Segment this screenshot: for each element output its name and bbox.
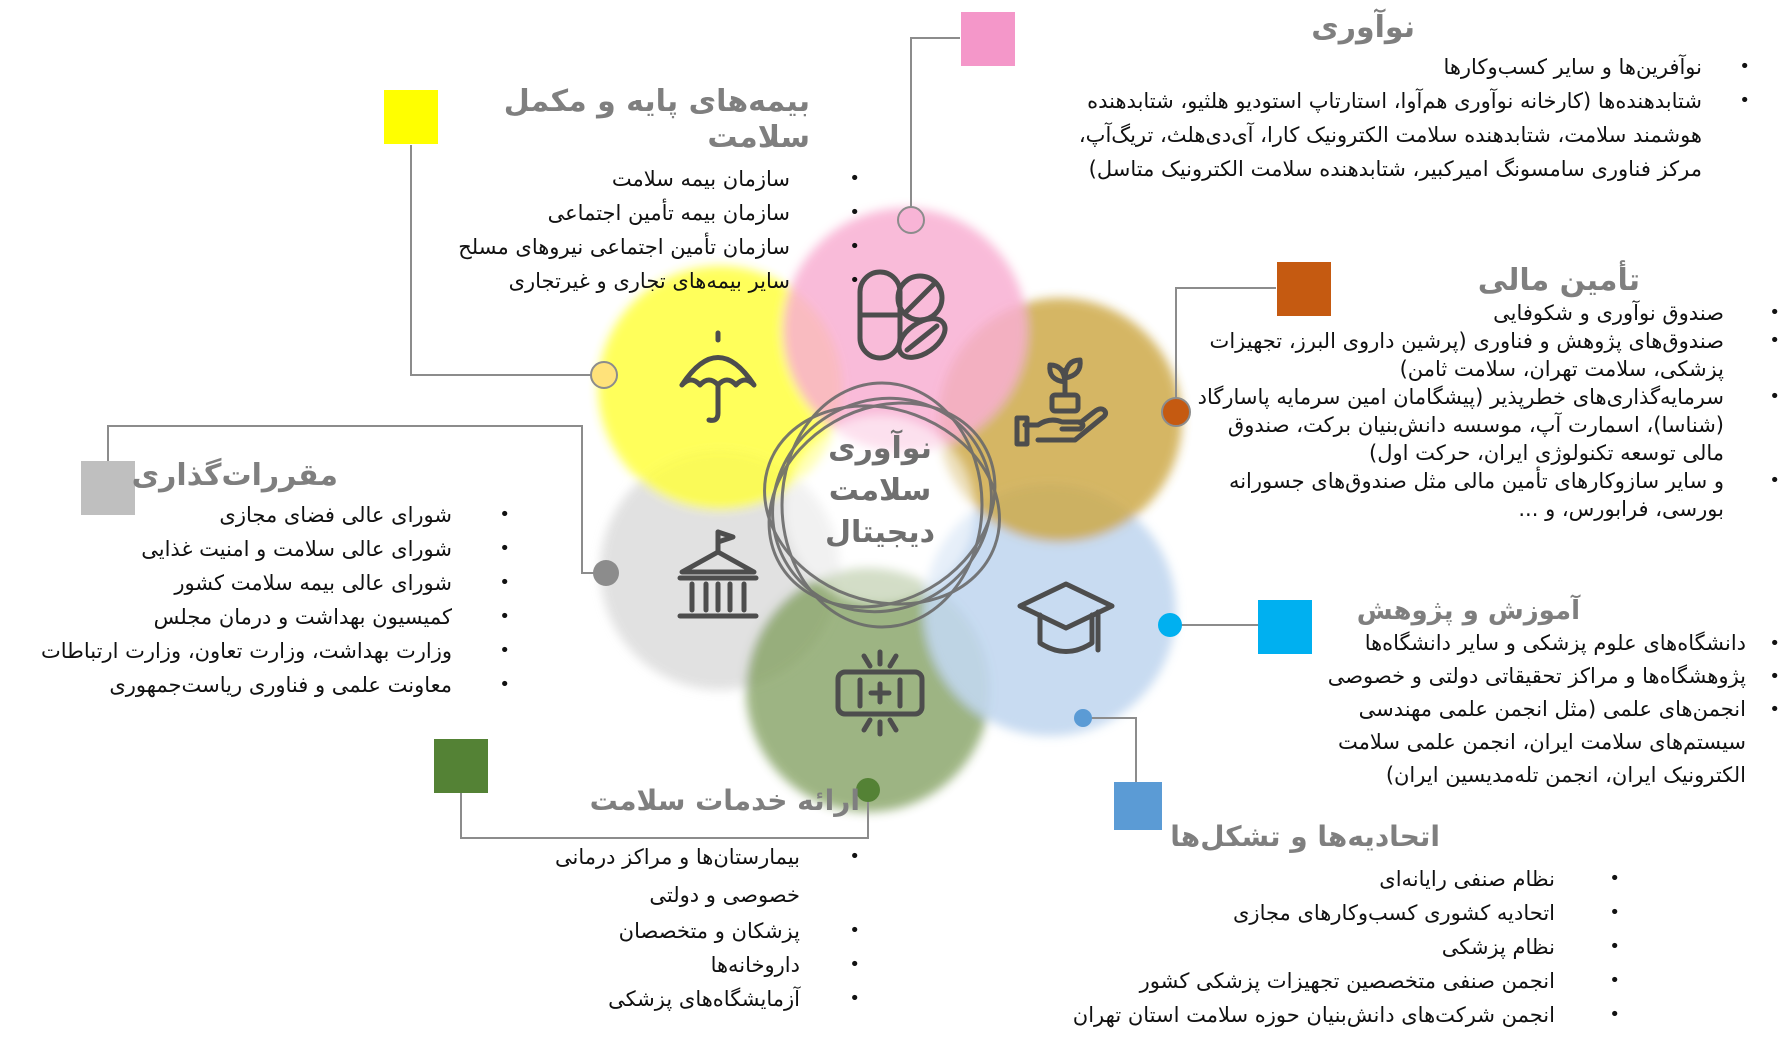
list-item: •شورای عالی بیمه سلامت کشور	[174, 571, 510, 595]
group-insurance: بیمه‌های پایه و مکمل سلامت •سازمان بیمه …	[410, 84, 860, 298]
list-item: •نظام پزشکی	[1441, 934, 1620, 959]
group-regulation: مقررات‌گذاری •شورای عالی فضای مجازی •شور…	[8, 458, 528, 702]
connector-unions	[1083, 717, 1137, 782]
center-title-line: نوآوری	[828, 431, 932, 466]
graduation-cap-icon	[1017, 581, 1115, 654]
group-education: آموزش و پژوهش •دانشگاه‌های علوم پزشکی و …	[1275, 596, 1780, 792]
connector-innovation	[910, 37, 960, 220]
list-item: •وزارت بهداشت، وزارت تعاون، وزارت ارتباط…	[41, 639, 510, 663]
group-service: ارائه خدمات سلامت •بیمارستان‌ها و مراکز …	[520, 784, 860, 1016]
pills-icon	[857, 269, 948, 361]
list-item: •سرمایه‌گذاری‌های خطرپذیر (پیشگامان امین…	[1197, 385, 1780, 465]
swatch-innovation	[961, 12, 1015, 66]
list-item: •نظام صنفی رایانه‌ای	[1379, 866, 1620, 891]
dot-unions	[1074, 709, 1092, 727]
list-item: •دانشگاه‌های علوم پزشکی و سایر دانشگاه‌ه…	[1364, 631, 1780, 656]
center-rings	[763, 381, 1001, 629]
list-item: •معاونت علمی و فناوری ریاست‌جمهوری	[109, 673, 510, 697]
dot-education	[1158, 613, 1182, 637]
list-item: •صندوق‌های پژوهش و فناوری (پرشین داروی ا…	[1209, 329, 1780, 381]
group-finance: تأمین مالی •صندوق نوآوری و شکوفایی •صندو…	[1195, 263, 1780, 523]
medical-device-icon	[835, 649, 925, 737]
group-title-finance: تأمین مالی	[1477, 263, 1640, 298]
list-item: •انجمن‌های علمی (مثل انجمن علمی مهندسی س…	[1337, 697, 1780, 788]
list-item: •پزشکان و متخصصان	[618, 918, 860, 943]
center-title-line: سلامت	[828, 473, 932, 508]
dot-innovation	[897, 206, 925, 234]
umbrella-icon	[679, 330, 757, 423]
swatch-unions	[1114, 782, 1162, 830]
group-innovation: نوآوری •نوآفرین‌ها و سایر کسب‌وکارها •شت…	[1040, 10, 1750, 186]
center-title: نوآوری سلامت دیجیتال	[795, 428, 965, 554]
dot-finance	[1161, 397, 1191, 427]
list-item: •داروخانه‌ها	[710, 952, 860, 977]
list-item: •انجمن صنفی متخصصین تجهیزات پزشکی کشور	[1139, 968, 1620, 993]
list-item: •سازمان بیمه سلامت	[611, 167, 860, 191]
group-title-education: آموزش و پژوهش	[1356, 596, 1580, 626]
dot-service	[856, 778, 880, 802]
government-building-icon	[677, 529, 759, 619]
group-title-unions: اتحادیه‌ها و تشکل‌ها	[1170, 820, 1440, 853]
swatch-education	[1258, 600, 1312, 654]
group-unions: اتحادیه‌ها و تشکل‌ها •نظام صنفی رایانه‌ا…	[1000, 820, 1620, 1032]
list-item: •آزمایشگاه‌های پزشکی	[608, 986, 860, 1011]
group-title-insurance: بیمه‌های پایه و مکمل سلامت	[503, 84, 810, 155]
center-title-line: دیجیتال	[824, 515, 936, 550]
connector-finance	[1175, 287, 1276, 412]
list-item: •شتابدهنده‌ها (کارخانه نوآوری هم‌آوا، اس…	[1078, 89, 1750, 181]
group-title-innovation: نوآوری	[1311, 10, 1415, 45]
list-item: •کمیسیون بهداشت و درمان مجلس	[153, 605, 510, 629]
list-item: •سازمان تأمین اجتماعی نیروهای مسلح	[458, 235, 860, 259]
connector-service	[460, 790, 869, 839]
list-item: •انجمن شرکت‌های دانش‌بنیان حوزه سلامت اس…	[1072, 1002, 1620, 1027]
swatch-service	[434, 739, 488, 793]
petal-education	[924, 484, 1176, 736]
list-item: •بیمارستان‌ها و مراکز درمانی خصوصی و دول…	[555, 844, 860, 907]
list-item: •صندوق نوآوری و شکوفایی	[1493, 301, 1780, 325]
swatch-insurance	[384, 90, 438, 144]
list-item: •سایر بیمه‌های تجاری و غیرتجاری	[508, 269, 860, 293]
list-item: •شورای عالی فضای مجازی	[219, 503, 510, 527]
group-title-service: ارائه خدمات سلامت	[589, 784, 860, 817]
list-item: •اتحادیه کشوری کسب‌وکارهای مجازی	[1233, 900, 1620, 925]
list-item: •نوآفرین‌ها و سایر کسب‌وکارها	[1443, 55, 1750, 79]
connector-regulation	[107, 425, 606, 574]
group-title-regulation: مقررات‌گذاری	[131, 458, 338, 493]
list-item: •و سایر سازوکارهای تأمین مالی مثل صندوق‌…	[1228, 469, 1780, 521]
swatch-finance	[1277, 262, 1331, 316]
swatch-regulation	[81, 461, 135, 515]
list-item: •پژوهشگاه‌ها و مراکز تحقیقاتی دولتی و خص…	[1327, 664, 1780, 689]
connector-insurance	[410, 145, 604, 376]
list-item: •شورای عالی سلامت و امنیت غذایی	[141, 537, 510, 561]
dot-insurance	[590, 361, 618, 389]
dot-regulation	[593, 560, 619, 586]
list-item: •سازمان بیمه تأمین اجتماعی	[547, 201, 860, 225]
hand-plant-icon	[1014, 357, 1109, 447]
